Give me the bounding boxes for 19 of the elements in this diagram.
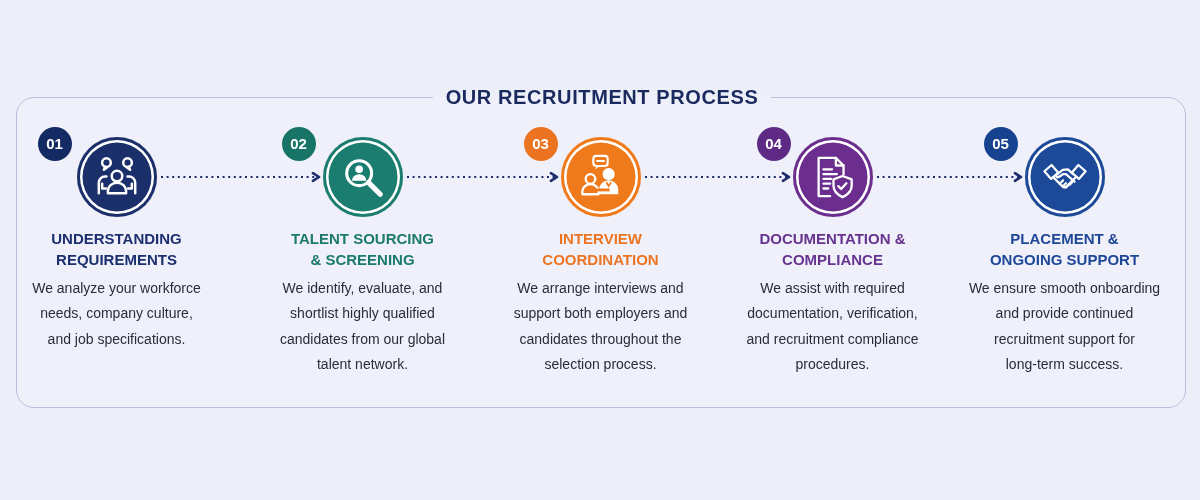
step-number-badge: 04 [756,126,791,161]
step-description: We ensure smooth onboarding and provide continued recruitment support for long-term success. [967,278,1162,374]
step-number-badge: 03 [523,126,558,161]
dotted-arrow [876,171,1023,183]
step-title: TALENT SOURCING & SCREENING [289,228,436,270]
step-title: UNDERSTANDING REQUIREMENTS [50,228,183,270]
step-description: We analyze your workforce needs, company culture, and job specifications. [31,278,202,349]
step-number-badge: 01 [37,126,72,161]
step-number-badge: 05 [983,126,1018,161]
step-title: DOCUMENTATION & COMPLIANCE [758,228,907,270]
dotted-arrow [406,171,559,183]
step-number-badge: 02 [281,126,316,161]
dotted-arrow [160,171,321,183]
step-description: We assist with required documentation, verification, and recruitment compliance procedures. [745,278,920,374]
step-title: PLACEMENT & ONGOING SUPPORT [988,228,1141,270]
step-description: We identify, evaluate, and shortlist highly qualified candidates from our global talent network. [279,278,446,374]
step-title: INTERVIEW COORDINATION [541,228,660,270]
step-description: We arrange interviews and support both employers and candidates throughout the selection process. [512,278,689,374]
dotted-arrow [644,171,791,183]
